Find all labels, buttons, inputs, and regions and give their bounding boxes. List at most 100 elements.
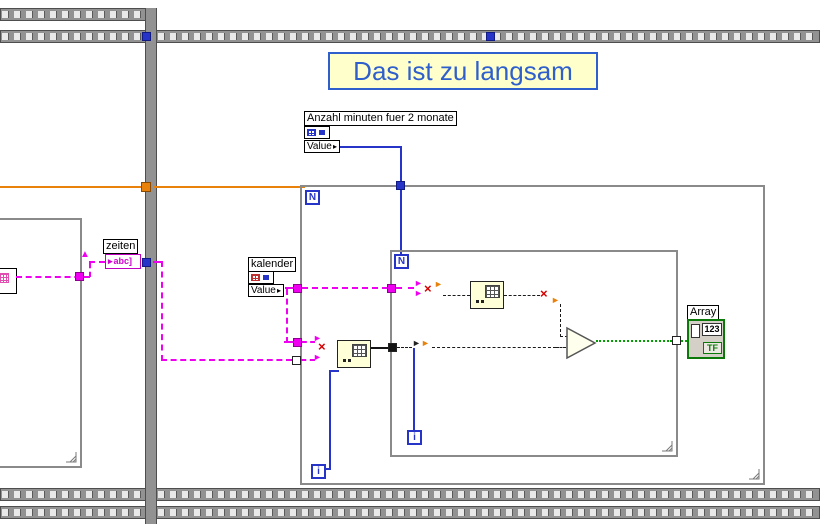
greater-than-node[interactable] (566, 325, 597, 361)
broken-wire-x-icon: × (540, 286, 548, 301)
structure-tunnel[interactable] (75, 272, 84, 281)
loop-tunnel[interactable] (293, 338, 302, 347)
arrow-right-icon: ► (313, 333, 322, 343)
loop-iteration-terminal-inner[interactable]: i (407, 430, 422, 445)
blue-wire-segment[interactable] (340, 146, 402, 148)
sequence-border-pattern (2, 33, 818, 40)
loop-iteration-terminal-outer[interactable]: i (311, 464, 326, 479)
anzahl-label-text: Anzahl minuten fuer 2 monate (307, 112, 454, 124)
arrow-right-icon: ► (551, 295, 560, 305)
index-array-node-upper[interactable] (470, 281, 504, 309)
index-dot-icon (348, 359, 351, 362)
loop-tunnel[interactable] (396, 181, 405, 190)
kalender-label[interactable]: kalender (248, 257, 297, 272)
blue-wire-segment[interactable] (325, 468, 331, 470)
black-wire-segment[interactable] (560, 304, 561, 337)
property-out-arrow-icon: ▸ (276, 285, 281, 295)
pink-wire-segment[interactable] (302, 287, 388, 289)
pink-wire-segment[interactable] (153, 261, 162, 263)
resize-corner-icon[interactable] (65, 451, 77, 463)
partial-node[interactable] (0, 268, 17, 294)
black-wire-segment[interactable] (556, 347, 566, 348)
loop-count-terminal-outer[interactable]: N (305, 190, 320, 205)
sequence-tunnel[interactable] (142, 32, 151, 41)
black-wire-segment[interactable] (504, 295, 540, 296)
pink-wire-segment[interactable] (302, 341, 315, 343)
sequence-tunnel[interactable] (141, 182, 151, 192)
sequence-tunnel[interactable] (486, 32, 495, 41)
pink-wire-segment[interactable] (89, 263, 91, 277)
pink-wire-segment[interactable] (161, 359, 292, 361)
sequence-border-pattern (2, 11, 149, 18)
property-in-arrow-icon: ▸ (108, 256, 113, 266)
pink-wire-segment[interactable] (89, 261, 105, 263)
index-dot-icon (343, 359, 346, 362)
green-wire-segment[interactable] (596, 340, 672, 342)
loop-tunnel-indexing[interactable] (292, 356, 301, 365)
for-loop-inner[interactable] (390, 250, 678, 457)
kalender-value-property[interactable]: Value ▸ (248, 284, 284, 297)
green-wire-segment[interactable] (681, 340, 687, 342)
blue-wire-segment[interactable] (413, 348, 415, 430)
numeric-icon (263, 275, 269, 280)
black-wire-segment[interactable] (432, 347, 556, 348)
property-name: abc] (113, 256, 133, 266)
array-indicator-terminal[interactable]: 123 TF (687, 319, 725, 359)
iterator-label: i (317, 466, 320, 477)
sequence-border-top[interactable] (0, 30, 820, 43)
anzahl-value-property[interactable]: Value ▸ (304, 140, 340, 153)
for-loop-outer[interactable] (300, 185, 765, 485)
pink-wire-segment[interactable] (161, 261, 163, 361)
blue-wire-segment[interactable] (329, 370, 339, 372)
count-label: N (397, 256, 406, 267)
anzahl-label[interactable]: Anzahl minuten fuer 2 monate (304, 111, 457, 126)
orange-wire-segment[interactable] (0, 186, 141, 188)
pink-wire-segment[interactable] (396, 287, 414, 289)
sequence-border-bottom-outer[interactable] (0, 506, 820, 519)
arrow-right-icon: ► (414, 288, 423, 298)
array-index-box (691, 324, 700, 338)
arrow-up-icon: ▲ (80, 249, 90, 260)
blue-wire-segment[interactable] (400, 148, 402, 182)
sequence-border-top-outer[interactable] (0, 8, 151, 21)
kalender-class-icon[interactable] (248, 271, 274, 284)
pink-wire-segment[interactable] (301, 359, 315, 361)
loop-tunnel[interactable] (387, 284, 396, 293)
pink-wire-segment[interactable] (286, 289, 288, 343)
numeric-icon (319, 130, 325, 135)
black-wire-segment[interactable] (397, 347, 412, 348)
property-out-arrow-icon: ▸ (332, 141, 337, 151)
arrow-right-icon: ► (421, 338, 430, 348)
anzahl-class-icon[interactable] (304, 126, 330, 139)
zeiten-label[interactable]: zeiten (103, 239, 139, 254)
title-free-label[interactable]: Das ist zu langsam (328, 52, 598, 90)
pink-wire-segment[interactable] (16, 276, 90, 278)
left-partial-structure[interactable] (0, 218, 82, 468)
loop-tunnel[interactable] (293, 284, 302, 293)
loop-count-terminal-inner[interactable]: N (394, 254, 409, 269)
array-label-text: Array (690, 306, 717, 318)
title-text: Das ist zu langsam (353, 55, 573, 86)
blue-wire-segment[interactable] (329, 370, 331, 470)
resize-corner-icon[interactable] (661, 440, 673, 452)
kalender-label-text: kalender (251, 258, 294, 270)
orange-wire-segment[interactable] (153, 186, 305, 188)
black-wire-segment[interactable] (560, 336, 568, 337)
blue-wire-segment[interactable] (400, 190, 402, 254)
pink-wire-segment[interactable] (284, 341, 293, 343)
resize-corner-icon[interactable] (748, 468, 760, 480)
index-array-node-lower[interactable] (337, 340, 371, 368)
broken-wire-x-icon: × (424, 281, 432, 296)
sequence-tunnel[interactable] (142, 258, 151, 267)
array-indicator-label[interactable]: Array (687, 305, 720, 320)
black-wire-segment[interactable] (443, 295, 470, 296)
loop-tunnel-indexing[interactable] (672, 336, 681, 345)
zeiten-value-property[interactable]: ▸ abc] (105, 254, 141, 269)
pink-wire-segment[interactable] (285, 287, 294, 289)
sequence-border-bottom[interactable] (0, 488, 820, 501)
black-wire-segment[interactable] (371, 347, 388, 349)
broken-wire-x-icon: × (318, 339, 326, 354)
loop-tunnel[interactable] (388, 343, 397, 352)
boolean-terminal-icon: TF (703, 342, 722, 354)
